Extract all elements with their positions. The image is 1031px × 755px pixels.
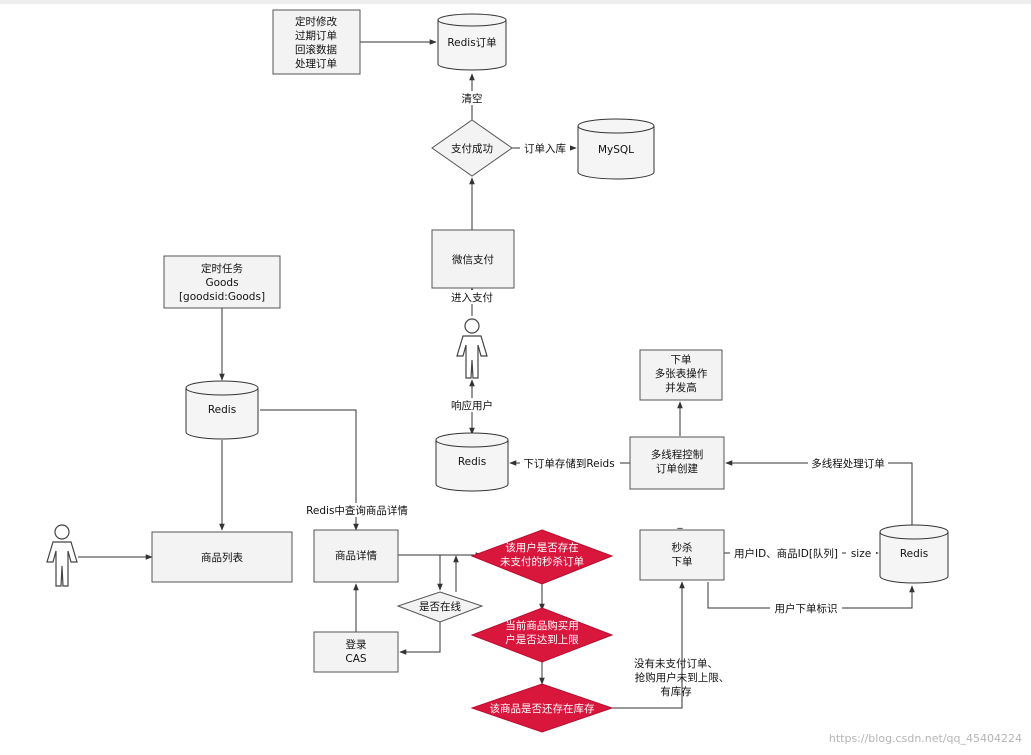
label-queue-ids: 用户ID、商品ID[队列] (734, 547, 838, 560)
is-online-label: 是否在线 (419, 600, 461, 613)
edge-detail-to-online (420, 554, 443, 591)
red-stock-diamond[interactable]: 该商品是否还存在库存 (470, 683, 614, 733)
user-person-icon-left (46, 524, 78, 587)
label-respond-user: 响应用户 (451, 399, 493, 412)
seckill-box[interactable]: 秒杀 下单 (639, 529, 725, 581)
red-limit-line-2: 户是否达到上限 (505, 633, 579, 646)
product-list-box[interactable]: 商品列表 (151, 531, 293, 583)
label-query-detail: Redis中查询商品详情 (306, 504, 408, 517)
order-ops-line-2: 多张表操作 (655, 367, 708, 380)
label-multithread-process: 多线程处理订单 (811, 457, 885, 470)
watermark: https://blog.csdn.net/qq_45404224 (829, 732, 1022, 745)
order-ops-line-3: 并发高 (665, 381, 697, 394)
edge-queue-to-multithread (725, 460, 913, 526)
cron-order-box[interactable]: 定时修改 过期订单 回滚数据 处理订单 (272, 9, 361, 75)
product-list-label: 商品列表 (201, 551, 243, 564)
order-ops-box[interactable]: 下单 多张表操作 并发高 (639, 349, 723, 401)
label-conditions-line-1: 没有未支付订单、 (634, 657, 718, 670)
redis-goods-cylinder[interactable]: Redis (185, 380, 259, 440)
label-conditions-line-2: 抢购用户未到上限、 (635, 671, 730, 684)
multithread-line-1: 多线程控制 (651, 448, 704, 461)
wechat-pay-box[interactable]: 微信支付 (431, 229, 515, 289)
cron-order-line-1: 定时修改 (295, 15, 337, 28)
pay-success-diamond[interactable]: 支付成功 (431, 119, 513, 177)
user-person-icon-top (456, 318, 488, 379)
redis-queue-label: Redis (900, 548, 928, 560)
label-clear: 清空 (462, 92, 483, 105)
cron-goods-line-1: 定时任务 (201, 262, 243, 275)
cron-order-line-2: 过期订单 (295, 29, 337, 42)
edge-redis-to-detail (260, 409, 359, 531)
red-unpaid-diamond[interactable]: 该用户是否存在 未支付的秒杀订单 (470, 529, 614, 585)
multithread-line-2: 订单创建 (656, 462, 698, 475)
red-unpaid-line-1: 该用户是否存在 (505, 541, 579, 554)
pay-success-label: 支付成功 (451, 142, 493, 155)
label-size: size (851, 548, 871, 560)
redis-queue-cylinder[interactable]: Redis (879, 524, 949, 584)
seckill-line-2: 下单 (672, 556, 693, 568)
top-border (0, 0, 1031, 4)
wechat-pay-label: 微信支付 (452, 253, 494, 266)
label-conditions-line-3: 有库存 (660, 685, 692, 698)
product-detail-box[interactable]: 商品详情 (313, 529, 399, 583)
redis-store-label: Redis (458, 456, 486, 468)
label-order-flag: 用户下单标识 (775, 602, 838, 615)
label-enter-pay: 进入支付 (451, 291, 493, 304)
red-limit-line-1: 当前商品购买用 (505, 619, 579, 632)
login-cas-box[interactable]: 登录 CAS (313, 631, 399, 673)
seckill-line-1: 秒杀 (672, 541, 693, 554)
redis-order-label: Redis订单 (447, 37, 496, 49)
product-detail-label: 商品详情 (335, 549, 377, 562)
red-stock-label: 该商品是否还存在库存 (490, 702, 595, 715)
edge-labels: 清空 订单入库 进入支付 响应用户 Redis中查询商品详情 下订单存储到Rei… (302, 91, 888, 698)
mysql-cylinder[interactable]: MySQL (577, 118, 655, 180)
cron-goods-line-2: Goods (205, 277, 238, 289)
redis-order-cylinder[interactable]: Redis订单 (437, 13, 507, 71)
label-dash: _ (676, 517, 683, 529)
redis-store-cylinder[interactable]: Redis (435, 432, 509, 492)
is-online-diamond[interactable]: 是否在线 (396, 591, 484, 623)
login-cas-line-1: 登录 (346, 638, 367, 651)
edge-online-to-login (399, 622, 441, 655)
redis-goods-label: Redis (208, 404, 236, 416)
order-ops-line-1: 下单 (671, 354, 692, 366)
label-store-order: 下订单存储到Reids (523, 457, 614, 470)
cron-goods-line-3: [goodsid:Goods] (179, 291, 265, 303)
mysql-label: MySQL (598, 144, 634, 156)
red-unpaid-line-2: 未支付的秒杀订单 (500, 555, 584, 568)
cron-order-line-3: 回滚数据 (295, 43, 337, 56)
login-cas-line-2: CAS (345, 653, 367, 665)
cron-goods-box[interactable]: 定时任务 Goods [goodsid:Goods] (163, 255, 281, 309)
red-limit-diamond[interactable]: 当前商品购买用 户是否达到上限 (470, 607, 614, 663)
label-order-to-db: 订单入库 (524, 142, 566, 155)
multithread-box[interactable]: 多线程控制 订单创建 (629, 436, 725, 490)
cron-order-line-4: 处理订单 (295, 58, 337, 70)
edge-stock-to-seckill (608, 581, 685, 709)
